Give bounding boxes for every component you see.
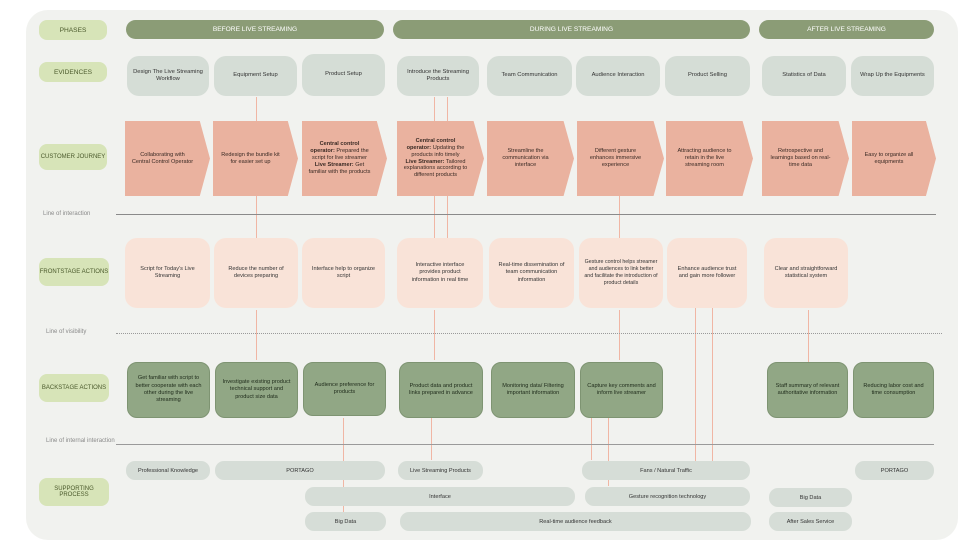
frontstage-card: Real-time dissemination of team communic… [489, 238, 574, 308]
support-portago: PORTAGO [855, 461, 934, 480]
line-of-internal-interaction [116, 444, 934, 445]
journey-step: Attracting audience to retain in the liv… [666, 121, 753, 196]
evidence-card: Product Selling [665, 56, 750, 96]
backstage-card: Get familiar with script to better coope… [127, 362, 210, 418]
line-of-internal-interaction-label: Line of internal interaction [46, 438, 115, 444]
label-supporting: SUPPORTING PROCESS [39, 478, 109, 506]
backstage-card: Staff summary of relevant authoritative … [767, 362, 848, 418]
journey-step: Different gesture enhances immersive exp… [577, 121, 664, 196]
line-of-interaction-label: Line of interaction [43, 211, 91, 217]
label-phases: PHASES [39, 20, 107, 40]
frontstage-card: Enhance audience trust and gain more fol… [667, 238, 747, 308]
line-of-visibility-label: Line of visibility [46, 329, 87, 335]
connector-line [608, 418, 609, 486]
backstage-card: Reducing labor cost and time consumption [853, 362, 934, 418]
evidence-card: Introduce the Streaming Products [397, 56, 479, 96]
journey-step: Central control operator: Prepared the s… [302, 121, 387, 196]
phase-after: AFTER LIVE STREAMING [759, 20, 934, 39]
evidence-card: Team Communication [487, 56, 572, 96]
line-of-visibility [116, 333, 942, 334]
evidence-card: Design The Live Streaming Workflow [127, 56, 209, 96]
connector-line [447, 196, 448, 238]
journey-step: Easy to organize all equipments [852, 121, 936, 196]
support-realtime-feedback: Real-time audience feedback [400, 512, 751, 531]
journey-step: Collaborating with Central Control Opera… [125, 121, 210, 196]
journey-step: Redesign the bundle kit for easier set u… [213, 121, 298, 196]
support-live-streaming-products: Live Streaming Products [398, 461, 483, 480]
support-professional-knowledge: Professional Knowledge [126, 461, 210, 480]
line-of-interaction [116, 214, 936, 215]
support-interface: Interface [305, 487, 575, 506]
connector-line [619, 196, 620, 238]
backstage-card: Product data and product links prepared … [399, 362, 483, 418]
frontstage-card: Interface help to organize script [302, 238, 385, 308]
frontstage-card: Reduce the number of devices preparing [214, 238, 298, 308]
connector-line [434, 310, 435, 360]
support-gesture-technology: Gesture recognition technology [585, 487, 750, 506]
connector-line [695, 290, 696, 462]
evidence-card: Audience Interaction [576, 56, 660, 96]
label-customer-journey: CUSTOMER JOURNEY [39, 144, 107, 170]
label-frontstage: FRONTSTAGE ACTIONS [39, 258, 109, 286]
phase-before: BEFORE LIVE STREAMING [126, 20, 384, 39]
frontstage-card: Clear and straightforward statistical sy… [764, 238, 848, 308]
backstage-card: Monitoring data/ Filtering important inf… [491, 362, 575, 418]
support-big-data: Big Data [769, 488, 852, 507]
connector-line [591, 418, 592, 460]
evidence-card: Product Setup [302, 54, 385, 96]
backstage-card: Capture key comments and inform live str… [580, 362, 663, 418]
label-evidences: EVIDENCES [39, 62, 107, 82]
frontstage-card: Interactive interface provides product i… [397, 238, 483, 308]
support-portago: PORTAGO [215, 461, 385, 480]
journey-step: Streamline the communication via interfa… [487, 121, 574, 196]
backstage-card: Audience preference for products [303, 362, 386, 416]
connector-line [434, 196, 435, 238]
support-fans-traffic: Fans / Natural Traffic [582, 461, 750, 480]
journey-step: Retrospective and learnings based on rea… [762, 121, 849, 196]
evidence-card: Wrap Up the Equipments [851, 56, 934, 96]
connector-line [712, 290, 713, 462]
label-backstage: BACKSTAGE ACTIONS [39, 374, 109, 402]
evidence-card: Statistics of Data [762, 56, 846, 96]
backstage-card: Investigate existing product technical s… [215, 362, 298, 418]
evidence-card: Equipment Setup [214, 56, 297, 96]
connector-line [434, 97, 435, 122]
connector-line [256, 97, 257, 122]
journey-step: Central control operator: Updating the p… [397, 121, 484, 196]
connector-line [447, 97, 448, 122]
phase-during: DURING LIVE STREAMING [393, 20, 750, 39]
connector-line [619, 310, 620, 360]
connector-line [808, 310, 809, 410]
connector-line [256, 196, 257, 238]
frontstage-card: Gesture control helps streamer and audie… [579, 238, 663, 308]
support-after-sales: After Sales Service [769, 512, 852, 531]
support-big-data: Big Data [305, 512, 386, 531]
frontstage-card: Script for Today's Live Streaming [125, 238, 210, 308]
connector-line [256, 310, 257, 360]
connector-line [431, 418, 432, 460]
